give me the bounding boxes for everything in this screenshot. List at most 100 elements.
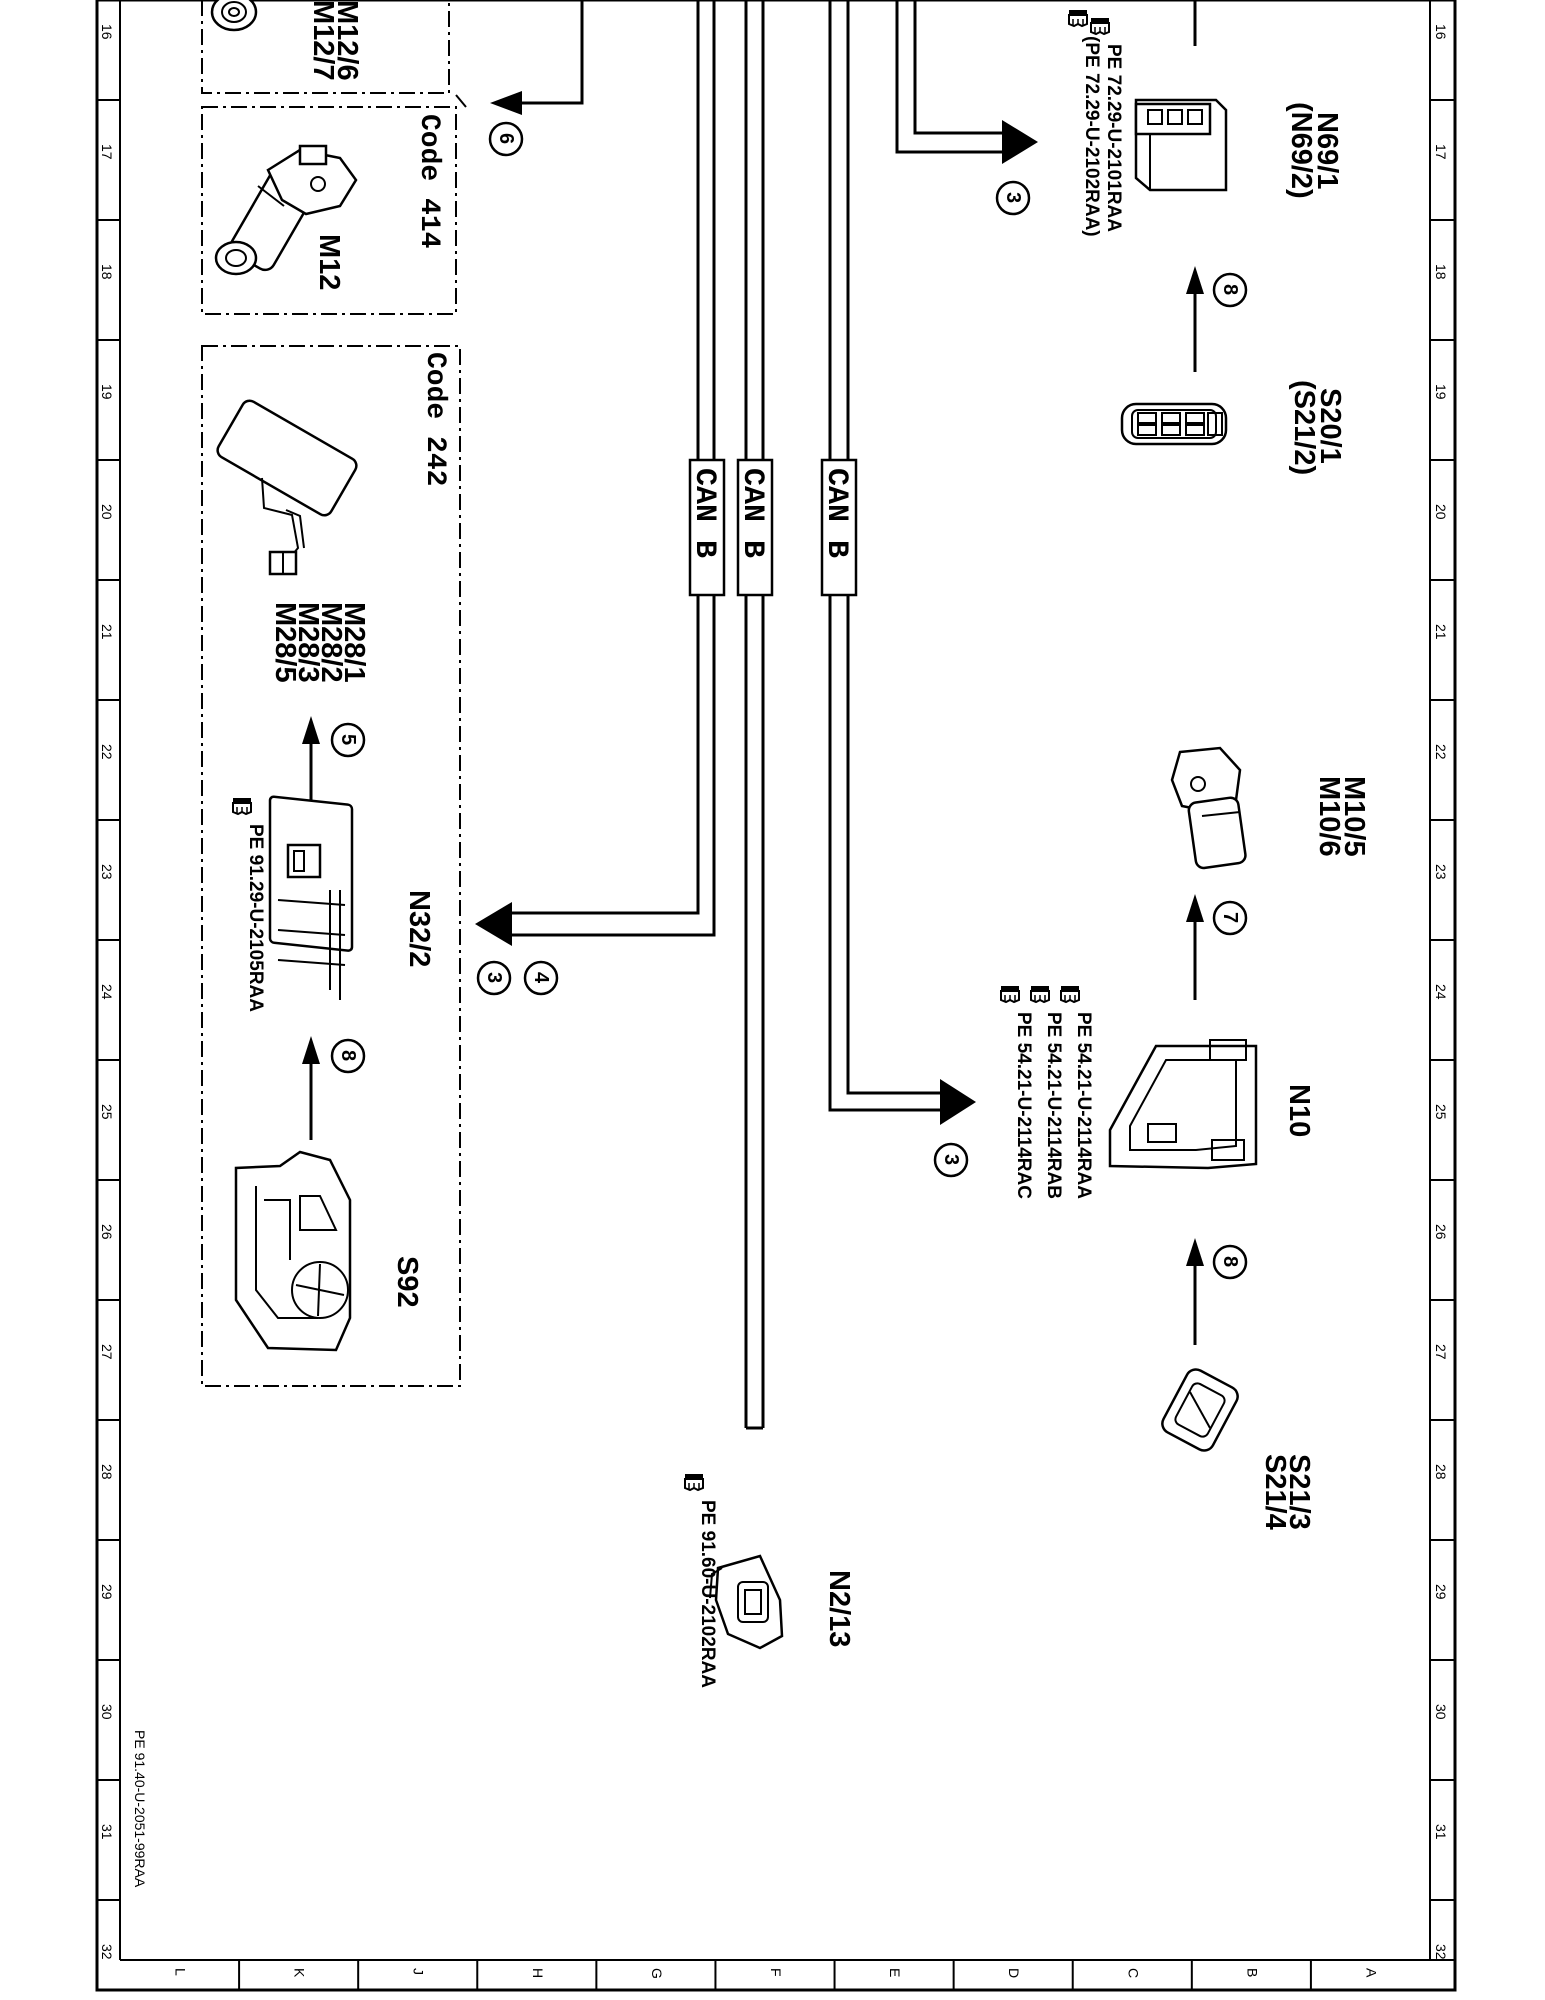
label-s21-3: S21/3 S21/4 [1259,1454,1315,1530]
svg-text:M28/3: M28/3 [292,602,324,683]
actuator-m28-drawing [216,399,358,576]
svg-text:3: 3 [1002,192,1024,203]
grid-number-right: 29 [1433,1584,1449,1600]
can-b-label-1: CAN B [687,458,726,597]
svg-text:N10: N10 [1283,1084,1315,1137]
ref-n32-2: PE 91.29-U-2105RAA [232,797,266,1012]
grid-number-right: 22 [1433,744,1449,760]
circled-number-8: 8 [1212,1244,1248,1280]
switch-s21-3-drawing [1161,1368,1239,1452]
switch-s20-1-drawing [1120,402,1228,446]
switch-s92-drawing [234,1150,352,1352]
grid-number-left: 21 [99,624,115,640]
svg-text:N2/13: N2/13 [823,1570,855,1647]
ref-n10: PE 54.21-U-2114RAA PE 54.21-U-2114RAB PE… [1000,985,1094,1199]
grid-number-left: 19 [99,384,115,400]
control-unit-n10-drawing [1108,1039,1258,1170]
grid-number-left: 27 [99,1344,115,1360]
grid-number-left: 26 [99,1224,115,1240]
grid-letter: J [411,1968,427,1975]
circled-number-4: 4 [523,960,559,996]
grid-letter: A [1363,1968,1379,1978]
grid-letter: C [1125,1968,1141,1978]
svg-text:M10/5: M10/5 [1338,776,1370,857]
drawing-frame [95,0,1457,1992]
ref-n2-13: PE 91.60-U-2102RAA [684,1473,718,1688]
label-n2-13: N2/13 [823,1570,855,1647]
svg-text:M28/5: M28/5 [269,602,301,683]
svg-text:N32/2: N32/2 [403,890,435,967]
svg-text:M12/6: M12/6 [331,0,363,81]
arrow-to-n69 [1002,120,1038,164]
label-n10: N10 [1283,1084,1315,1137]
grid-number-right: 24 [1433,984,1449,1000]
svg-text:(PE 72.29-U-2102RAA): (PE 72.29-U-2102RAA) [1081,36,1102,237]
code-414-label: Code 414 [413,114,444,248]
svg-text:S92: S92 [391,1256,423,1308]
svg-text:PE 91.29-U-2105RAA: PE 91.29-U-2105RAA [245,824,266,1012]
ref-n69: PE 72.29-U-2101RAA (PE 72.29-U-2102RAA) [1068,9,1124,237]
circled-number-6: 6 [488,121,524,157]
can-bus-wiring [475,0,1197,1430]
grid-number-left: 17 [99,144,115,160]
grid-number-left: 24 [99,984,115,1000]
circled-number-7: 7 [1212,900,1248,936]
grid-number-left: 30 [99,1704,115,1720]
svg-text:N69/1: N69/1 [1311,112,1343,189]
grid-letter: B [1244,1968,1260,1977]
grid-letter: E [887,1968,903,1977]
label-m10-5: M10/5 M10/6 [1313,776,1370,857]
code-242-box: Code 242 [201,345,461,1387]
top-dashed-box [201,0,450,94]
svg-text:S21/3: S21/3 [1283,1454,1315,1530]
grid-number-right: 18 [1433,264,1449,280]
label-m12: M12 [313,234,345,290]
arrow-to-n10 [940,1079,976,1125]
grid-letter: K [292,1968,308,1978]
svg-text:M28/1: M28/1 [338,602,370,683]
grid-number-right: 17 [1433,144,1449,160]
motor-m10-5-drawing [1170,746,1247,870]
can-b-label-3: CAN B [819,458,858,597]
svg-text:6: 6 [495,133,517,144]
svg-text:CAN B: CAN B [735,468,769,558]
label-n32-2: N32/2 [403,890,435,967]
label-m28: M28/1 M28/2 M28/3 M28/5 [269,602,370,683]
svg-text:7: 7 [1219,912,1241,923]
svg-text:3: 3 [483,972,505,983]
grid-number-left: 16 [99,24,115,40]
code-414-box: Code 414 [201,94,467,315]
circled-number-3: 3 [933,1142,969,1178]
grid-number-left: 20 [99,504,115,520]
grid-number-right: 32 [1433,1944,1449,1960]
svg-text:PE 54.21-U-2114RAB: PE 54.21-U-2114RAB [1043,1012,1064,1199]
grid-number-left: 31 [99,1824,115,1840]
svg-text:PE 91.60-U-2102RAA: PE 91.60-U-2102RAA [697,1500,718,1688]
circled-number-3: 3 [476,960,512,996]
svg-text:(S21/2): (S21/2) [1288,380,1320,475]
svg-text:3: 3 [940,1154,962,1165]
grid-letter: L [173,1968,189,1976]
svg-text:(N69/2): (N69/2) [1285,102,1317,199]
svg-text:M10/6: M10/6 [1313,776,1345,857]
grid-number-left: 29 [99,1584,115,1600]
grid-number-right: 19 [1433,384,1449,400]
control-unit-n69-1-drawing [1134,98,1228,192]
circled-number-3: 3 [995,180,1031,216]
grid-number-right: 28 [1433,1464,1449,1480]
motor-m12-drawing [214,144,358,276]
grid-letter: G [649,1968,665,1979]
grid-number-right: 23 [1433,864,1449,880]
document-id: PE 91.40-U-2051-99RAA [132,1730,148,1888]
label-n69-1: N69/1 (N69/2) [1285,102,1343,199]
svg-text:4: 4 [530,972,552,984]
grid-letter: D [1006,1968,1022,1978]
svg-text:PE 54.21-U-2114RAA: PE 54.21-U-2114RAA [1073,1012,1094,1199]
control-unit-n32-2-drawing [268,795,354,1000]
grid-number-right: 16 [1433,24,1449,40]
can-b-label-2: CAN B [735,458,774,597]
circled-number-8: 8 [330,1038,366,1074]
circled-number-8: 8 [1212,272,1248,308]
